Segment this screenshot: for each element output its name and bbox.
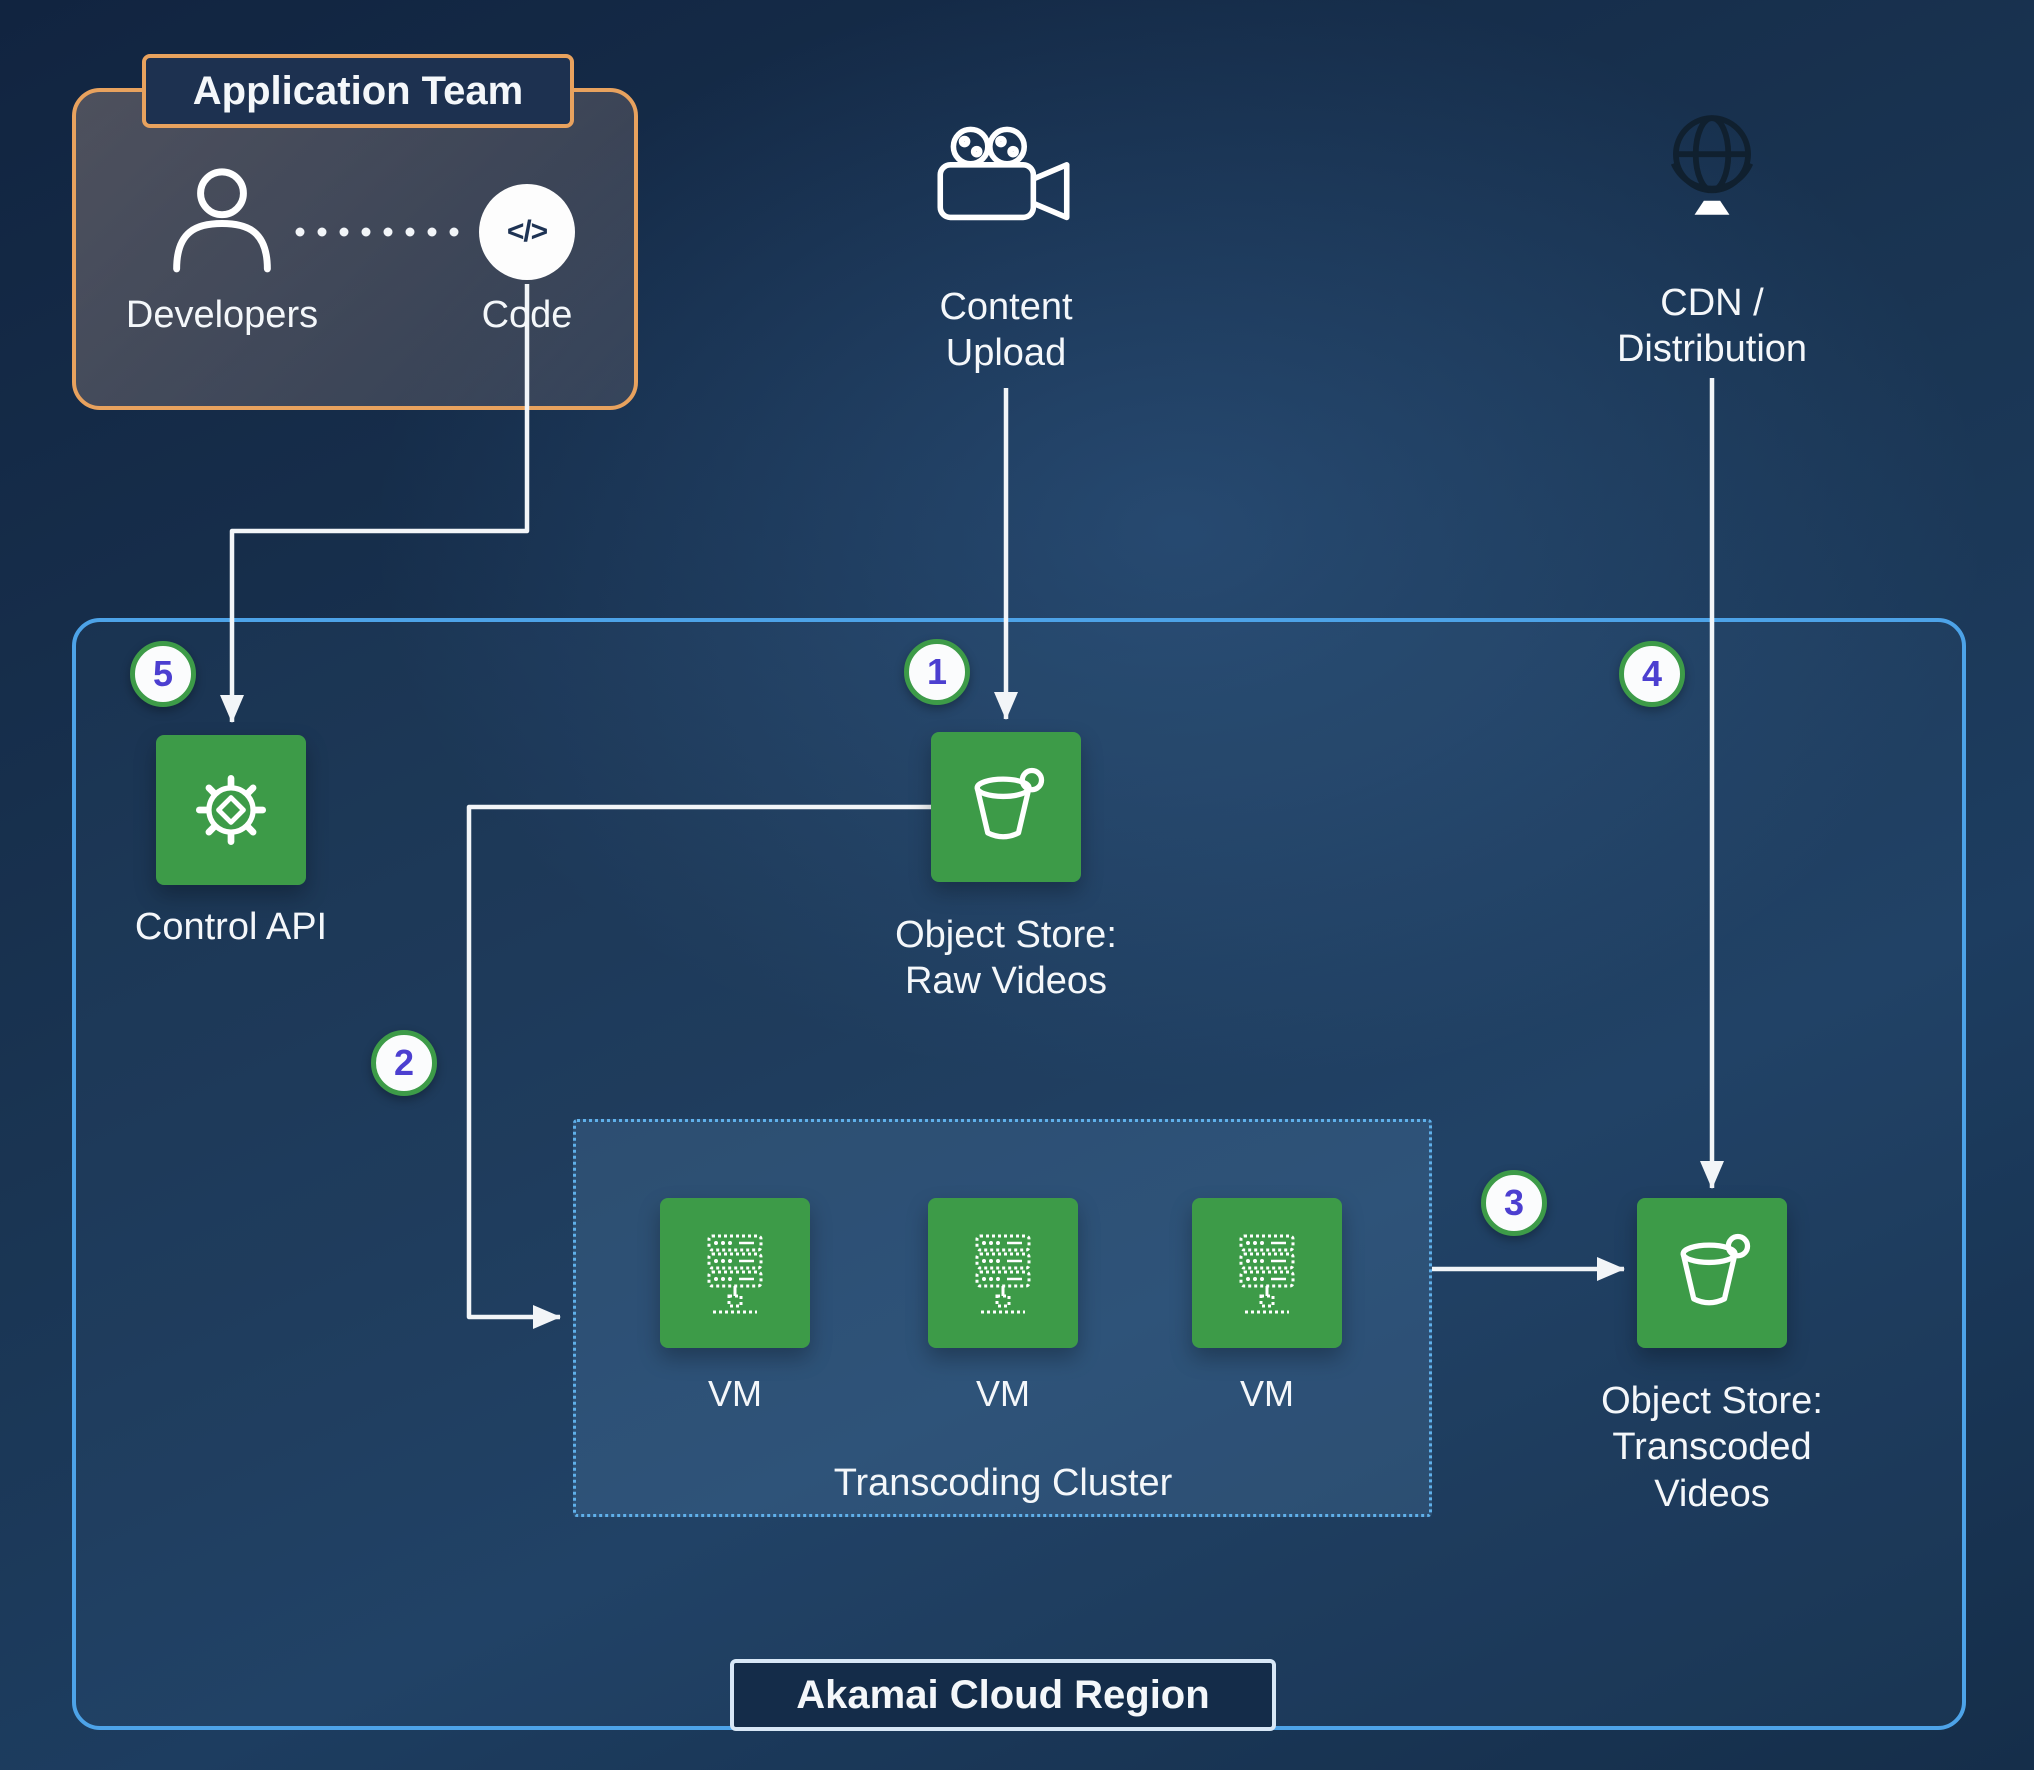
akamai-region-label: Akamai Cloud Region	[730, 1659, 1276, 1731]
step-badge-2: 2	[371, 1030, 437, 1096]
application-team-header: Application Team	[142, 54, 574, 128]
server-icon	[1239, 1234, 1295, 1314]
application-team-title: Application Team	[192, 68, 524, 113]
code-glyph: </>	[506, 215, 548, 248]
vm-node-1	[660, 1198, 810, 1348]
cdn-label: CDN / Distribution	[1616, 282, 1808, 371]
vm-label-1: VM	[708, 1373, 762, 1414]
step-badge-1: 1	[904, 639, 970, 705]
gear-icon	[195, 774, 267, 846]
developers-label: Developers	[125, 294, 319, 336]
code-label: Code	[481, 294, 573, 336]
step-badge-4: 4	[1619, 641, 1685, 707]
vm-node-2	[928, 1198, 1078, 1348]
bucket-icon	[974, 767, 1045, 840]
bucket-icon	[1680, 1233, 1751, 1306]
control-api-label: Control API	[134, 906, 328, 948]
server-icon	[975, 1234, 1031, 1314]
server-icon	[707, 1234, 763, 1314]
vm-node-3	[1192, 1198, 1342, 1348]
object-store-raw-node	[931, 732, 1081, 882]
step-badge-3: 3	[1481, 1170, 1547, 1236]
object-store-transcoded-node	[1637, 1198, 1787, 1348]
vm-label-2: VM	[976, 1373, 1030, 1414]
globe-stand	[1694, 200, 1730, 215]
object-store-raw-label: Object Store: Raw Videos	[895, 914, 1117, 1003]
object-store-transcoded-label: Object Store: Transcoded Videos	[1601, 1380, 1823, 1515]
transcoding-cluster-label: Transcoding Cluster	[833, 1462, 1173, 1504]
code-icon: </>	[479, 184, 575, 280]
globe-icon	[1670, 115, 1754, 215]
person-icon	[173, 168, 271, 273]
vm-label-3: VM	[1240, 1373, 1294, 1414]
video-camera-icon	[937, 126, 1070, 221]
step-badge-5: 5	[130, 641, 196, 707]
content-upload-label: Content Upload	[939, 286, 1073, 375]
control-api-node	[156, 735, 306, 885]
